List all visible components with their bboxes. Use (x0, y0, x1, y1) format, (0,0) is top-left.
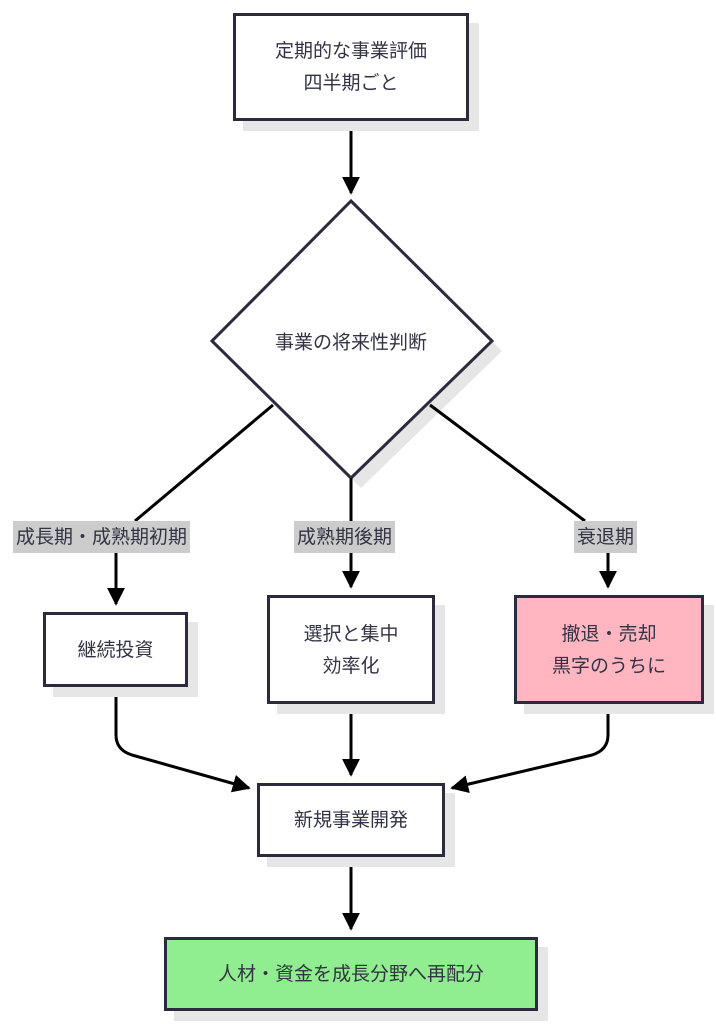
edge-decision-to-decline-label (429, 403, 586, 523)
node-new-business-development-text: 新規事業開発 (293, 809, 408, 831)
node-reallocation-text: 人材・資金を成長分野へ再配分 (217, 963, 484, 985)
edge-label-decline: 衰退期 (574, 521, 638, 553)
node-exit-sell-line1: 撤退・売却 (561, 622, 657, 645)
node-new-business-development: 新規事業開発 (257, 783, 445, 857)
node-periodic-evaluation-line2: 四半期ごと (303, 72, 399, 94)
node-reallocation: 人材・資金を成長分野へ再配分 (164, 937, 538, 1011)
node-selection-focus: 選択と集中 効率化 (267, 595, 435, 704)
node-continued-investment: 継続投資 (43, 612, 188, 687)
node-selection-focus-line2: 効率化 (322, 654, 380, 677)
decision-label: 事業の将来性判断 (274, 331, 428, 354)
edge-label-late-maturity: 成熟期後期 (294, 521, 396, 553)
node-periodic-evaluation: 定期的な事業評価 四半期ごと (233, 13, 469, 121)
node-exit-sell-line2: 黒字のうちに (551, 654, 666, 677)
node-selection-focus-line1: 選択と集中 (303, 622, 399, 645)
node-continued-investment-text: 継続投資 (77, 638, 154, 661)
node-exit-sell: 撤退・売却 黒字のうちに (514, 595, 704, 704)
edge-exit-to-newbiz (450, 703, 610, 794)
edge-invest-to-newbiz (114, 686, 251, 793)
edge-decision-to-growth-label (134, 403, 274, 523)
edge-label-growth: 成長期・成熟期初期 (13, 521, 191, 553)
node-periodic-evaluation-line1: 定期的な事業評価 (274, 40, 427, 62)
